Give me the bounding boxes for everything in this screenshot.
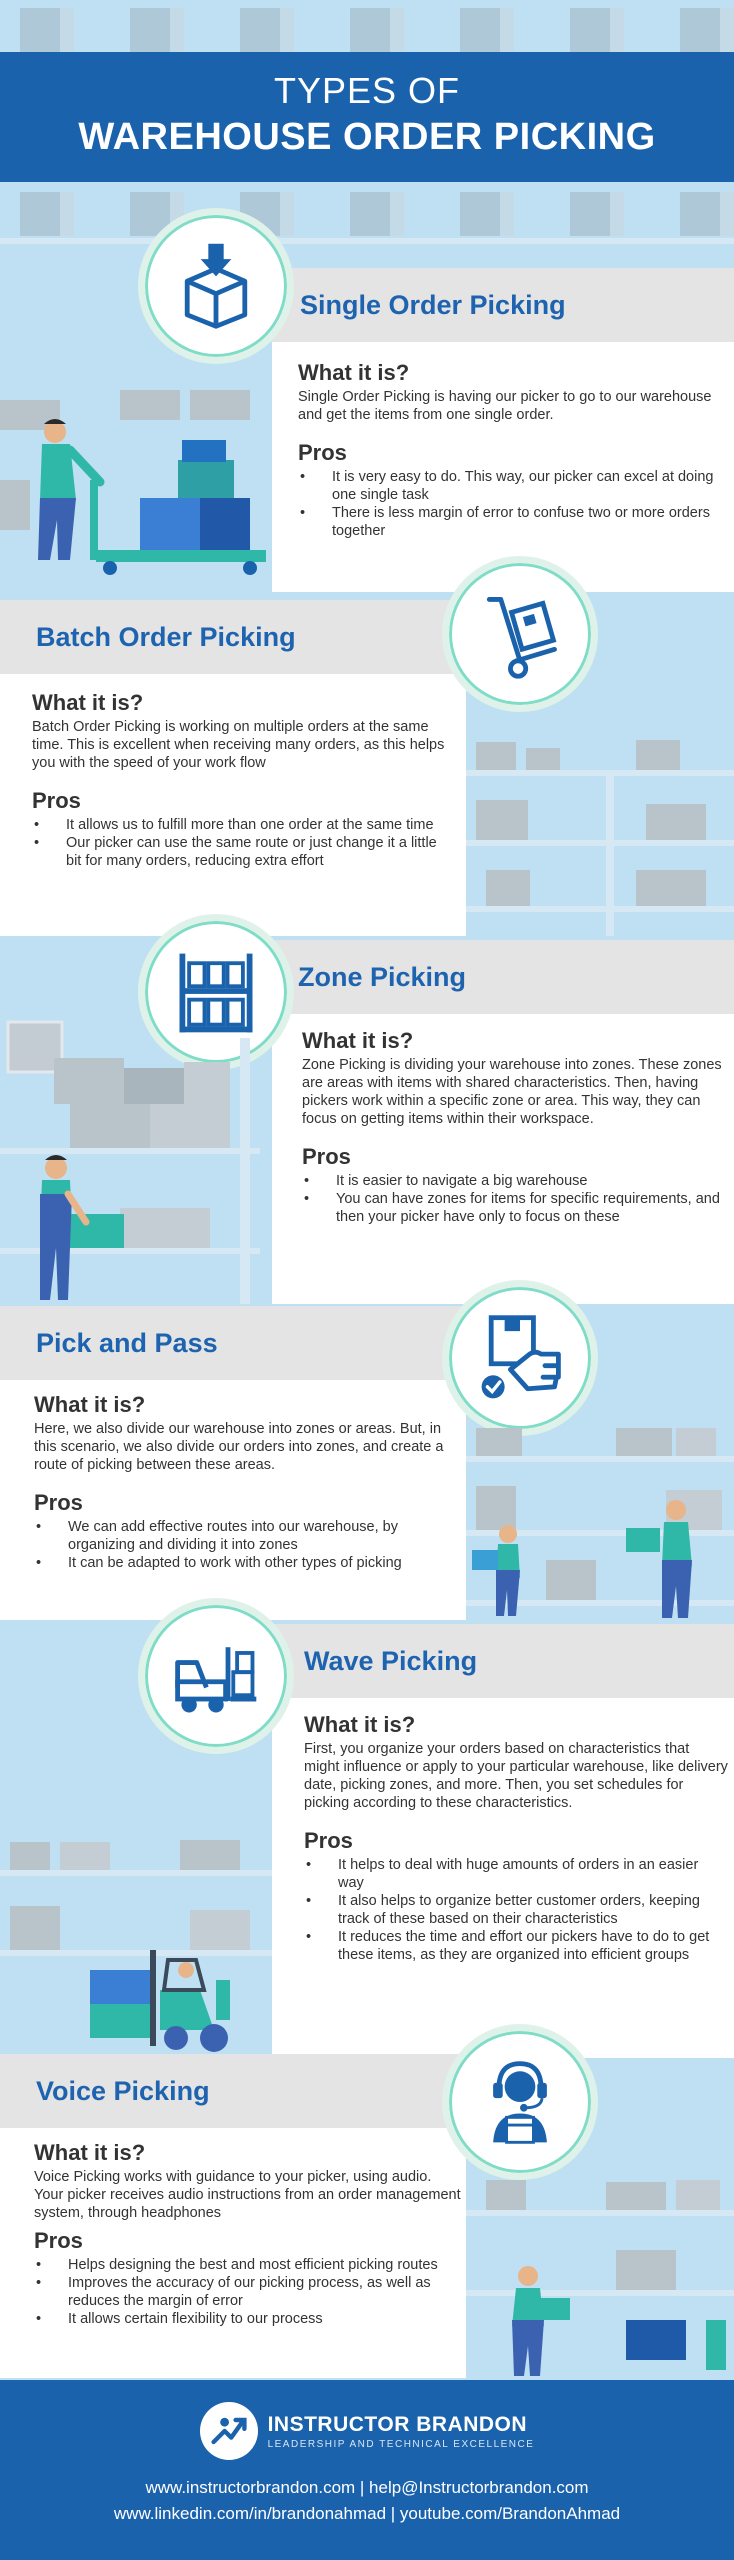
list-item: Improves the accuracy of our picking pro… (34, 2274, 462, 2310)
pros-list: It is easier to navigate a big warehouse… (302, 1172, 722, 1226)
section-panel: What it is? Batch Order Picking is worki… (0, 674, 466, 936)
section-title: Zone Picking (298, 961, 467, 992)
hand-package-icon (442, 1280, 598, 1436)
section-title-bar: Voice Picking (0, 2054, 470, 2128)
what-heading: What it is? (34, 1392, 146, 1417)
footer-contact-line: www.instructorbrandon.com | help@Instruc… (145, 2478, 589, 2497)
section-title: Single Order Picking (300, 289, 566, 320)
section-title-bar: Zone Picking (250, 940, 734, 1014)
list-item: It is very easy to do. This way, our pic… (298, 468, 718, 504)
section-panel: What it is? Voice Picking works with gui… (0, 2128, 466, 2378)
forklift-illustration (0, 1830, 272, 2058)
what-heading: What it is? (34, 2140, 146, 2165)
shelf-illustration (466, 730, 734, 936)
pros-list: It helps to deal with huge amounts of or… (304, 1856, 728, 1964)
what-heading: What it is? (302, 1028, 414, 1053)
hand-truck-icon (442, 556, 598, 712)
page-header: TYPES OF WAREHOUSE ORDER PICKING (0, 52, 734, 182)
what-text: Voice Picking works with guidance to you… (34, 2169, 461, 2221)
workers-passing-illustration (466, 1420, 734, 1620)
what-heading: What it is? (32, 690, 144, 715)
pros-list: It is very easy to do. This way, our pic… (298, 468, 718, 540)
pros-heading: Pros (34, 1490, 83, 1515)
brand-row: INSTRUCTOR BRANDON LEADERSHIP AND TECHNI… (0, 2402, 734, 2460)
what-heading: What it is? (304, 1712, 416, 1737)
pros-list: Helps designing the best and most effici… (34, 2256, 462, 2328)
box-down-arrow-icon (138, 208, 294, 364)
header-line-1: TYPES OF (273, 70, 461, 111)
what-text: Zone Picking is dividing your warehouse … (302, 1057, 722, 1127)
what-text: Single Order Picking is having our picke… (298, 389, 712, 423)
pros-list: We can add effective routes into our war… (34, 1518, 462, 1572)
footer-social-line: www.linkedin.com/in/brandonahmad | youtu… (113, 2504, 621, 2523)
section-title-bar: Batch Order Picking (0, 600, 470, 674)
voice-worker-illustration (466, 2170, 734, 2378)
pros-heading: Pros (302, 1144, 351, 1169)
what-text: First, you organize your orders based on… (304, 1741, 728, 1811)
list-item: It also helps to organize better custome… (304, 1892, 728, 1928)
worker-shelf-illustration (0, 1018, 272, 1304)
pros-heading: Pros (34, 2228, 83, 2253)
list-item: Helps designing the best and most effici… (34, 2256, 462, 2274)
shelf-decoration (0, 8, 734, 52)
shelving-icon (138, 914, 294, 1070)
pros-list: It allows us to fulfill more than one or… (32, 816, 452, 870)
section-panel: What it is? Single Order Picking is havi… (272, 342, 734, 592)
shelf-decoration (0, 192, 734, 236)
list-item: There is less margin of error to confuse… (298, 504, 718, 540)
section-title: Pick and Pass (36, 1327, 218, 1358)
list-item: It allows us to fulfill more than one or… (32, 816, 452, 834)
pros-heading: Pros (298, 440, 347, 465)
section-panel: What it is? Zone Picking is dividing you… (272, 1014, 734, 1304)
section-title-bar: Wave Picking (250, 1624, 734, 1698)
brand-logo-icon (199, 2402, 258, 2460)
section-panel: What it is? Here, we also divide our war… (0, 1380, 466, 1620)
section-title-bar: Pick and Pass (0, 1306, 470, 1380)
pros-heading: Pros (32, 788, 81, 813)
list-item: Our picker can use the same route or jus… (32, 834, 452, 870)
pros-heading: Pros (304, 1828, 353, 1853)
brand-tagline: LEADERSHIP AND TECHNICAL EXCELLENCE (267, 2438, 535, 2450)
list-item: It is easier to navigate a big warehouse (302, 1172, 722, 1190)
what-text: Here, we also divide our warehouse into … (34, 1421, 444, 1473)
section-title-bar: Single Order Picking (250, 268, 734, 342)
list-item: We can add effective routes into our war… (34, 1518, 462, 1554)
shelf-decoration (0, 238, 734, 244)
section-title: Voice Picking (36, 2075, 210, 2106)
brand-name: INSTRUCTOR BRANDON (267, 2412, 528, 2436)
what-text: Batch Order Picking is working on multip… (32, 719, 445, 771)
list-item: You can have zones for items for specifi… (302, 1190, 722, 1226)
forklift-icon (138, 1598, 294, 1754)
page-footer: INSTRUCTOR BRANDON LEADERSHIP AND TECHNI… (0, 2380, 734, 2560)
section-title: Batch Order Picking (36, 621, 296, 652)
list-item: It helps to deal with huge amounts of or… (304, 1856, 728, 1892)
list-item: It allows certain flexibility to our pro… (34, 2310, 462, 2328)
headset-operator-icon (442, 2024, 598, 2180)
section-title: Wave Picking (304, 1645, 478, 1676)
list-item: It reduces the time and effort our picke… (304, 1928, 728, 1964)
what-heading: What it is? (298, 360, 410, 385)
section-panel: What it is? First, you organize your ord… (272, 1698, 734, 2058)
list-item: It can be adapted to work with other typ… (34, 1554, 462, 1572)
worker-pallet-illustration (0, 380, 272, 592)
header-line-2: WAREHOUSE ORDER PICKING (78, 116, 656, 158)
